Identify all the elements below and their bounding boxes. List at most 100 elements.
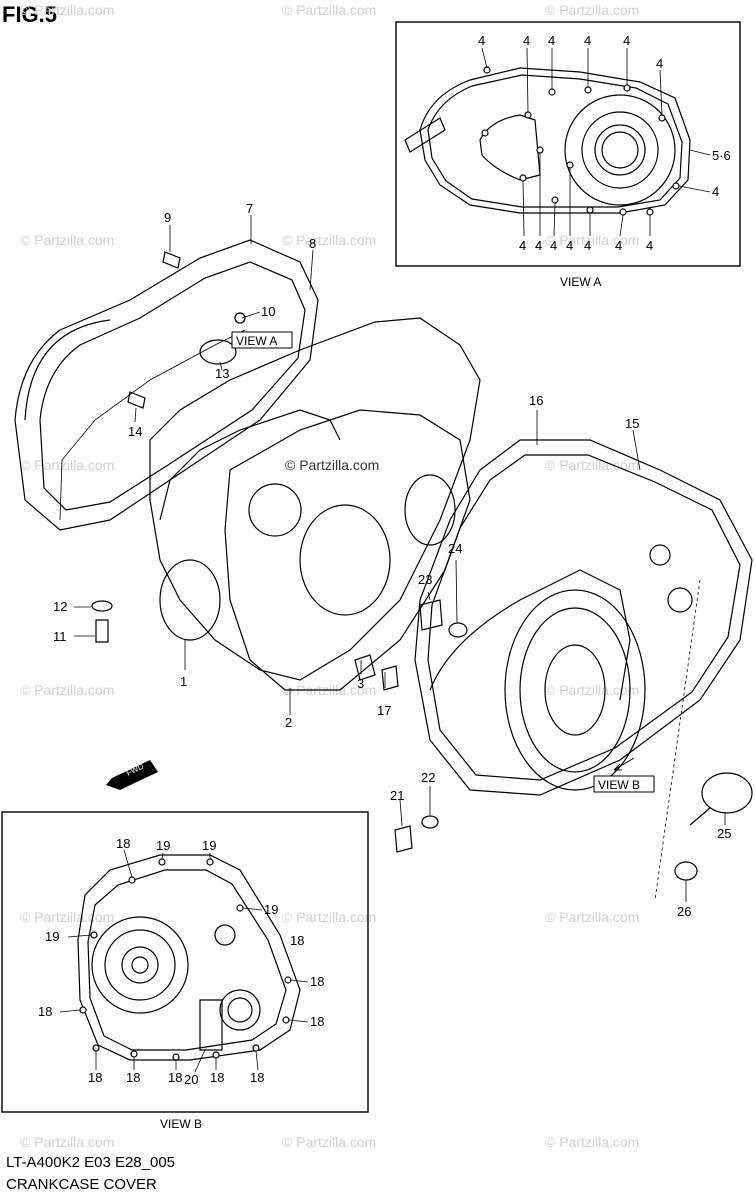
fwd-arrow: FWD	[106, 760, 158, 790]
watermark: © Partzilla.com	[20, 2, 114, 18]
watermark: © Partzilla.com	[20, 232, 114, 248]
callout-20: 20	[184, 1072, 198, 1087]
callout-13: 13	[215, 366, 229, 381]
part-2-gasket	[224, 409, 471, 691]
watermarks: © Partzilla.com © Partzilla.com © Partzi…	[20, 2, 639, 1150]
view-a-inset	[395, 21, 741, 267]
watermark: © Partzilla.com	[545, 682, 639, 698]
callout-5-6: 5·6	[712, 148, 731, 163]
watermark: © Partzilla.com	[545, 2, 639, 18]
view-b-callout: VIEW B	[598, 778, 640, 792]
part-26-oring	[674, 861, 698, 881]
callout-18: 18	[290, 933, 304, 948]
callout-9: 9	[164, 210, 171, 225]
part-15-gasket	[427, 454, 741, 781]
callout-10: 10	[261, 304, 275, 319]
part-24-oring	[448, 622, 468, 638]
watermark: © Partzilla.com	[282, 1134, 376, 1150]
callout-24: 24	[448, 541, 462, 556]
callout-19: 19	[202, 838, 216, 853]
watermark: © Partzilla.com	[282, 2, 376, 18]
view-b-inset	[1, 811, 369, 1113]
callout-17: 17	[377, 703, 391, 718]
callout-2: 2	[285, 715, 292, 730]
figure-title: FIG.5	[2, 2, 58, 27]
callout-4: 4	[478, 33, 485, 48]
watermark: © Partzilla.com	[20, 457, 114, 473]
callout-4: 4	[519, 238, 526, 253]
callout-16: 16	[529, 393, 543, 408]
callout-18: 18	[88, 1070, 102, 1085]
view-a-callouts: 4 4 4 4 4 4 5·6 4 4 4 4 4 4 4 4	[478, 33, 731, 253]
view-b-cover	[77, 854, 301, 1061]
callout-18: 18	[250, 1070, 264, 1085]
view-b-callouts: 18 19 19 19 18 19 18 18 18 18 18 18 18 1…	[38, 836, 324, 1087]
callout-14: 14	[128, 424, 142, 439]
callout-19: 19	[264, 902, 278, 917]
callout-18: 18	[116, 836, 130, 851]
callout-4: 4	[566, 238, 573, 253]
view-b-frame	[1, 811, 369, 1113]
view-a-frame	[395, 21, 741, 267]
main-callouts: 9 7 8 10 13 14 12 11 1 2 3 17 16 15 23 2…	[53, 201, 731, 919]
view-a-cover	[419, 67, 691, 214]
callout-4: 4	[584, 33, 591, 48]
callout-1: 1	[180, 674, 187, 689]
callout-23: 23	[418, 572, 432, 587]
watermark: © Partzilla.com	[20, 682, 114, 698]
watermark: © Partzilla.com	[20, 1134, 114, 1150]
part-23-plug	[419, 599, 443, 631]
watermark: © Partzilla.com	[545, 909, 639, 925]
callout-4: 4	[646, 238, 653, 253]
callout-4: 4	[623, 33, 630, 48]
callout-4: 4	[615, 238, 622, 253]
callout-8: 8	[309, 236, 316, 251]
callout-18: 18	[168, 1070, 182, 1085]
callout-18: 18	[126, 1070, 140, 1085]
callout-4: 4	[584, 238, 591, 253]
figure-code: LT-A400K2 E03 E28_005	[6, 1154, 176, 1171]
callout-4: 4	[550, 238, 557, 253]
figure-name: CRANKCASE COVER	[6, 1176, 157, 1193]
callout-4: 4	[535, 238, 542, 253]
main-view-callouts: VIEW A VIEW B FWD	[106, 331, 655, 793]
center-watermark: © Partzilla.com	[285, 457, 379, 473]
callout-15: 15	[625, 416, 639, 431]
main-assembly	[14, 239, 753, 901]
callout-19: 19	[45, 929, 59, 944]
watermark: © Partzilla.com	[282, 909, 376, 925]
view-a-label: VIEW A	[560, 275, 601, 289]
callout-18: 18	[310, 1014, 324, 1029]
watermark: © Partzilla.com	[545, 1134, 639, 1150]
part-10-seal	[199, 339, 237, 365]
part-16-rotor-cover	[504, 589, 646, 791]
watermark: © Partzilla.com	[20, 909, 114, 925]
view-b-label: VIEW B	[160, 1117, 202, 1131]
callout-25: 25	[717, 826, 731, 841]
part-16-cover	[414, 439, 753, 796]
part-1-cap	[159, 559, 221, 641]
callout-3: 3	[357, 676, 364, 691]
callout-12: 12	[53, 599, 67, 614]
callout-26: 26	[677, 904, 691, 919]
callout-7: 7	[246, 201, 253, 216]
main-leaders	[74, 215, 726, 902]
watermark: © Partzilla.com	[545, 232, 639, 248]
callout-18: 18	[310, 974, 324, 989]
view-a-ring	[564, 94, 676, 206]
callout-4: 4	[548, 33, 555, 48]
part-7-cover	[14, 239, 319, 531]
callout-4: 4	[523, 33, 530, 48]
callout-21: 21	[390, 788, 404, 803]
callout-18: 18	[38, 1004, 52, 1019]
part-25-cap	[701, 772, 753, 814]
callout-18: 18	[210, 1070, 224, 1085]
watermark: © Partzilla.com	[282, 232, 376, 248]
view-a-callout: VIEW A	[236, 334, 277, 348]
part-1-cover	[149, 317, 481, 681]
callout-22: 22	[421, 770, 435, 785]
callout-4: 4	[712, 184, 719, 199]
callout-11: 11	[53, 629, 67, 644]
watermark: © Partzilla.com	[545, 457, 639, 473]
